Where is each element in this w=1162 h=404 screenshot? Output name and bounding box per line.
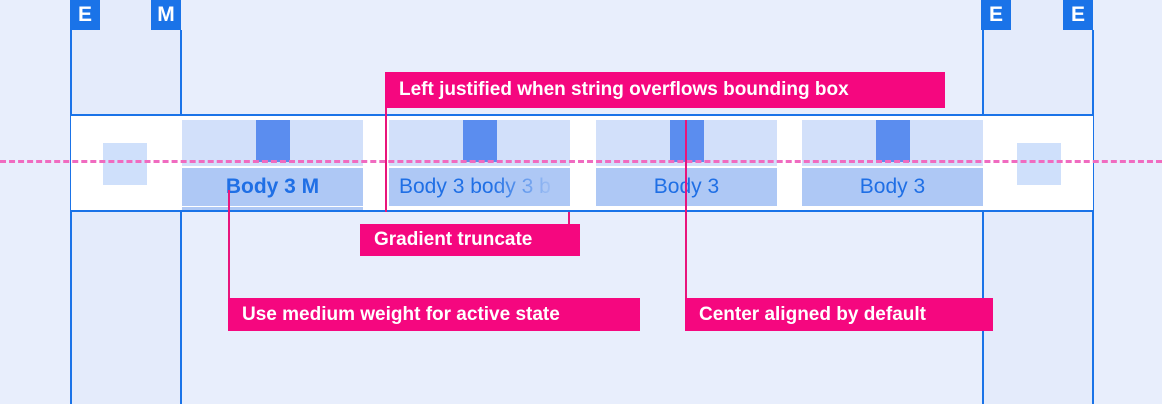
side-icon-right[interactable]	[1017, 143, 1061, 185]
tab-bar-top-rule	[71, 114, 1093, 116]
tab-label: Body 3 body 3 b	[399, 175, 551, 198]
tab-item-2[interactable]: Body 3 body 3 b	[389, 120, 570, 206]
tab-item-1[interactable]: Body 3 M	[182, 120, 363, 210]
annotation-gradient-truncate: Gradient truncate	[360, 224, 580, 256]
edge-badge-right-inner: E	[981, 0, 1011, 30]
annotation-center-aligned: Center aligned by default	[685, 298, 993, 331]
leader-gradient-truncate	[568, 212, 570, 226]
tab-active-indicator	[182, 207, 363, 210]
tab-icon-placeholder-icon	[462, 120, 497, 162]
annotation-left-justified: Left justified when string overflows bou…	[385, 72, 945, 108]
tab-item-4[interactable]: Body 3	[802, 120, 983, 206]
baseline-guide	[0, 160, 1162, 163]
guide-line-left-margin	[180, 30, 182, 404]
tab-bar-bottom-rule	[71, 210, 1093, 212]
annotation-medium-weight: Use medium weight for active state	[228, 298, 640, 331]
tab-label: Body 3 M	[225, 175, 320, 198]
guide-line-left-edge	[70, 30, 72, 404]
tab-label-band: Body 3 body 3 b	[389, 168, 570, 206]
leader-left-justified	[385, 108, 387, 212]
guide-line-right-edge	[1092, 30, 1094, 404]
edge-badge-left-outer: E	[70, 0, 100, 30]
leader-medium-weight	[228, 190, 230, 298]
guide-line-right-margin	[982, 30, 984, 404]
side-icon-left[interactable]	[103, 143, 147, 185]
leader-center-aligned	[685, 120, 687, 298]
tab-icon-placeholder-icon	[255, 120, 290, 162]
edge-badge-right-outer: E	[1063, 0, 1093, 30]
tab-label: Body 3	[859, 175, 926, 198]
tab-label-band: Body 3	[802, 168, 983, 206]
margin-badge-left-inner: M	[151, 0, 181, 30]
tab-icon-placeholder-icon	[875, 120, 910, 162]
tab-label-band: Body 3 M	[182, 168, 363, 206]
tab-icon-band	[802, 120, 983, 166]
tab-icon-band	[389, 120, 570, 166]
tab-icon-band	[182, 120, 363, 166]
